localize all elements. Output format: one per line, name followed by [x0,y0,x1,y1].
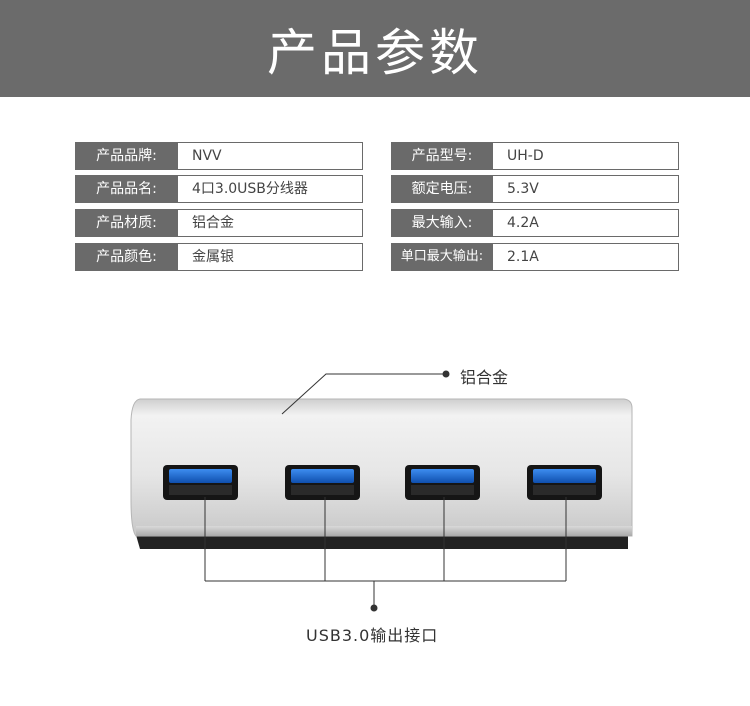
usb-port-2 [285,465,360,500]
spec-row-brand: 产品品牌: NVV [75,142,363,170]
spec-value: 铝合金 [178,209,363,237]
spec-row-model: 产品型号: UH-D [391,142,679,170]
spec-row-name: 产品品名: 4口3.0USB分线器 [75,175,363,203]
spec-value: 4口3.0USB分线器 [178,175,363,203]
spec-row-material: 产品材质: 铝合金 [75,209,363,237]
spec-label: 产品品牌: [75,142,178,170]
spec-value: UH-D [493,142,679,170]
spec-value: 2.1A [493,243,679,271]
spec-value: NVV [178,142,363,170]
material-callout-label: 铝合金 [460,368,509,387]
material-leader-line [281,373,446,415]
page-title: 产品参数 [267,23,483,82]
spec-label: 额定电压: [391,175,493,203]
spec-label: 产品颜色: [75,243,178,271]
header-banner: 产品参数 [0,0,750,97]
spec-row-voltage: 额定电压: 5.3V [391,175,679,203]
hub-base-shadow [136,535,628,549]
usb-port-4 [527,465,602,500]
spec-label: 产品材质: [75,209,178,237]
hub-body [130,398,633,537]
spec-row-color: 产品颜色: 金属银 [75,243,363,271]
ports-leader-lines [204,497,567,608]
spec-label: 产品品名: [75,175,178,203]
ports-callout-label: USB3.0输出接口 [306,626,439,645]
ports-callout-dot [370,604,378,612]
spec-label: 产品型号: [391,142,493,170]
spec-value: 金属银 [178,243,363,271]
material-callout-dot [442,370,450,378]
spec-row-max-input: 最大输入: 4.2A [391,209,679,237]
hub-base-edge [136,526,632,536]
spec-row-max-output: 单口最大输出: 2.1A [391,243,679,271]
spec-value: 4.2A [493,209,679,237]
usb-port-3 [405,465,480,500]
spec-value: 5.3V [493,175,679,203]
usb-port-1 [163,465,238,500]
spec-label: 最大输入: [391,209,493,237]
spec-label: 单口最大输出: [391,243,493,271]
